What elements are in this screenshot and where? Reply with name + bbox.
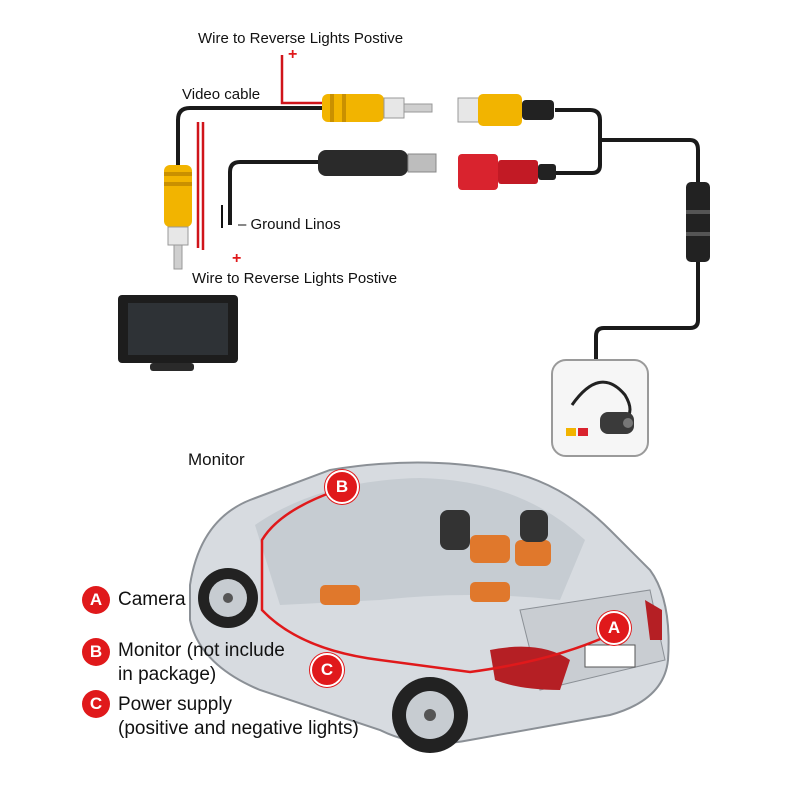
camera-cable-lower — [594, 260, 700, 368]
label-ground: – Ground Linos — [238, 216, 341, 233]
legend-item-power: C Power supply (positive and negative li… — [82, 690, 359, 741]
wheel-rear — [392, 677, 468, 753]
label-video-cable: Video cable — [182, 86, 261, 103]
legend-text-power: Power supply (positive and negative ligh… — [118, 694, 359, 739]
label-reverse-lights-bottom: Wire to Reverse Lights Postive — [192, 270, 398, 287]
legend-badge-c: C — [82, 690, 110, 718]
video-cable-left — [176, 106, 330, 165]
camera-cable-main — [600, 138, 700, 185]
yellow-rca-plug-top — [322, 94, 433, 122]
red-dc-female-right — [458, 154, 556, 190]
ground-text: Ground Linos — [250, 216, 341, 233]
car-marker-b: B — [325, 470, 359, 504]
inline-connector — [686, 182, 710, 262]
car-marker-a: A — [597, 611, 631, 645]
legend-badge-a: A — [82, 586, 110, 614]
car-wiring-route — [260, 488, 621, 674]
power-cable-left — [228, 160, 320, 225]
label-reverse-lights-top: Wire to Reverse Lights Postive — [198, 30, 404, 47]
legend-item-monitor: B Monitor (not include in package) — [82, 638, 285, 687]
legend-text-monitor: Monitor (not include in package) — [118, 640, 285, 685]
car-marker-c: C — [310, 653, 344, 687]
minus-sign: – — [238, 216, 247, 233]
legend-badge-b: B — [82, 638, 110, 666]
camera-cable — [555, 108, 602, 175]
legend-text-camera: Camera — [118, 589, 186, 610]
yellow-rca-plug-vertical — [164, 165, 192, 270]
camera-image — [551, 359, 649, 457]
black-dc-plug — [318, 150, 437, 176]
red-wire-top — [280, 55, 330, 105]
wheel-front — [198, 568, 258, 628]
legend-item-camera: A Camera — [82, 586, 186, 614]
monitor-image — [118, 295, 238, 371]
plus-sign-bottom: + — [232, 250, 242, 267]
monitor-heading: Monitor — [188, 450, 245, 469]
plus-sign-top: + — [288, 46, 298, 63]
yellow-rca-female-right — [457, 94, 554, 126]
